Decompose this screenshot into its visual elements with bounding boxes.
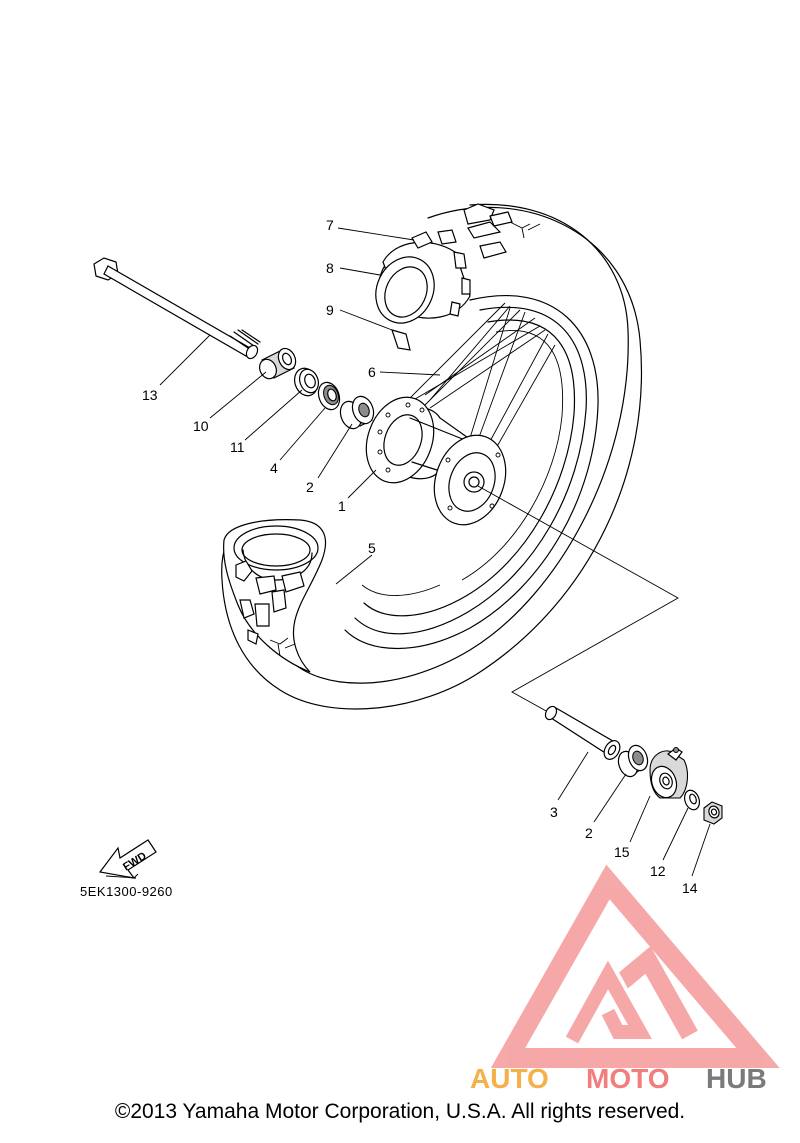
automotohub-logo bbox=[490, 864, 780, 1068]
meter-gear-unit-part-15 bbox=[649, 747, 689, 799]
wheel-hub bbox=[365, 396, 507, 526]
callout-13: 13 bbox=[142, 387, 158, 403]
bearing-part-2-left bbox=[339, 395, 375, 430]
drawing-code: 5EK1300-9260 bbox=[80, 884, 173, 899]
callout-4: 4 bbox=[270, 460, 278, 476]
callout-8: 8 bbox=[326, 260, 334, 276]
spokes bbox=[399, 302, 556, 451]
callout-2-left: 2 bbox=[306, 479, 314, 495]
callout-12: 12 bbox=[650, 863, 666, 879]
callout-1: 1 bbox=[338, 498, 346, 514]
wheel-assembly bbox=[221, 203, 643, 710]
callout-3: 3 bbox=[550, 804, 558, 820]
bearing-part-2-right bbox=[617, 744, 649, 778]
collar-part-10 bbox=[259, 347, 297, 380]
rim-band-and-tube bbox=[375, 229, 471, 351]
callout-7: 7 bbox=[326, 217, 334, 233]
callout-11: 11 bbox=[230, 439, 245, 455]
callout-6: 6 bbox=[368, 364, 376, 380]
copyright-notice: ©2013 Yamaha Motor Corporation, U.S.A. A… bbox=[114, 1100, 686, 1123]
callout-labels: 7 8 9 6 13 10 11 4 2 1 5 3 2 15 12 14 bbox=[142, 217, 698, 896]
callout-10: 10 bbox=[193, 418, 209, 434]
explode-guide-lines bbox=[477, 485, 679, 713]
callout-9: 9 bbox=[326, 302, 334, 318]
washer-part-12 bbox=[683, 789, 701, 811]
nut-part-14 bbox=[703, 801, 723, 825]
spacer-part-3 bbox=[544, 705, 621, 760]
front-axle bbox=[93, 257, 261, 360]
circlip-part-4 bbox=[317, 381, 341, 411]
wordmark-moto: MOTO bbox=[586, 1063, 669, 1094]
callout-14: 14 bbox=[682, 880, 698, 896]
callout-5: 5 bbox=[368, 540, 376, 556]
wordmark-hub: HUB bbox=[706, 1063, 767, 1094]
wordmark-auto: AUTO bbox=[470, 1063, 549, 1094]
callout-2-right: 2 bbox=[585, 825, 593, 841]
forward-direction-arrow-icon: FWD bbox=[98, 839, 157, 879]
callout-15: 15 bbox=[614, 844, 630, 860]
automotohub-wordmark: AUTO MOTO HUB bbox=[470, 1063, 767, 1094]
oil-seal-part-11 bbox=[294, 367, 320, 397]
callout-leader-lines bbox=[159, 227, 711, 877]
